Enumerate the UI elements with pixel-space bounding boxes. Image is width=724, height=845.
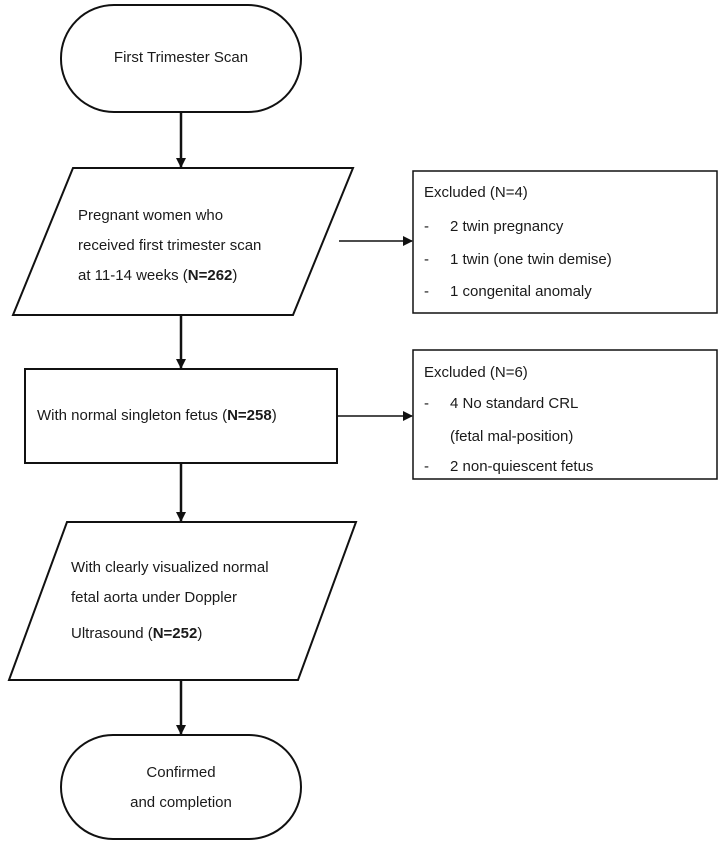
excluded1-item-2: -1 twin (one twin demise) [424, 251, 612, 268]
excluded1-item-1: -2 twin pregnancy [424, 218, 564, 235]
step3-line-1: With clearly visualized normal [71, 559, 269, 576]
excluded2-item-2: -2 non-quiescent fetus [424, 458, 594, 475]
excluded2-title: Excluded (N=6) [424, 364, 528, 381]
excluded2-item-1-continued: (fetal mal-position) [450, 428, 574, 445]
excluded1-item-3: -1 congenital anomaly [424, 283, 592, 300]
step1-line-2: received first trimester scan [78, 237, 262, 254]
step1-line-3: at 11-14 weeks (N=262) [78, 267, 238, 284]
step1-parallelogram-shape [11, 167, 355, 316]
step3-count: N=252 [152, 625, 198, 642]
excluded2-item-1: -4 No standard CRL [424, 395, 579, 412]
end-line-1: Confirmed [146, 764, 216, 781]
end-terminator-shape [60, 734, 302, 840]
start-node-label: First Trimester Scan [113, 49, 249, 66]
step2-node-text: With normal singleton fetus (N=258) [37, 407, 277, 424]
step3-parallelogram-shape [7, 521, 358, 681]
step2-rectangle-shape [24, 368, 338, 464]
step3-line-3: Ultrasound (N=252) [71, 625, 203, 642]
excluded1-box-shape [412, 170, 718, 314]
step2-count: N=258 [227, 407, 272, 424]
step1-count: N=262 [187, 267, 233, 284]
step3-line-2: fetal aorta under Doppler [71, 589, 237, 606]
step1-line-1: Pregnant women who [78, 207, 224, 224]
excluded1-title: Excluded (N=4) [424, 184, 528, 201]
excluded2-box-shape [412, 349, 718, 480]
end-line-2: and completion [130, 794, 232, 811]
